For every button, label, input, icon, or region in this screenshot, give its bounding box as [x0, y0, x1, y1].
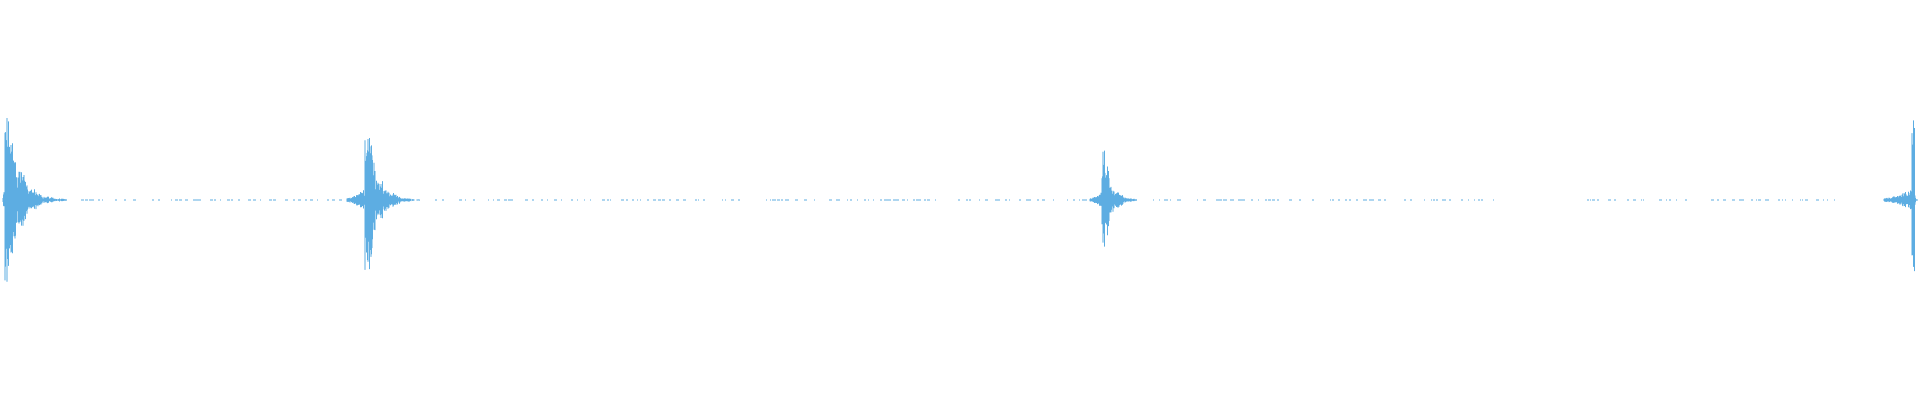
burst-3-samples [1089, 150, 1137, 247]
burst-1-samples [2, 118, 67, 282]
burst-2 [346, 138, 420, 270]
burst-3 [1089, 150, 1137, 247]
burst-4 [1883, 120, 1918, 272]
waveform-bursts [2, 118, 1918, 282]
burst-4-samples [1883, 120, 1918, 272]
burst-2-samples [346, 138, 420, 270]
burst-1 [2, 118, 67, 282]
